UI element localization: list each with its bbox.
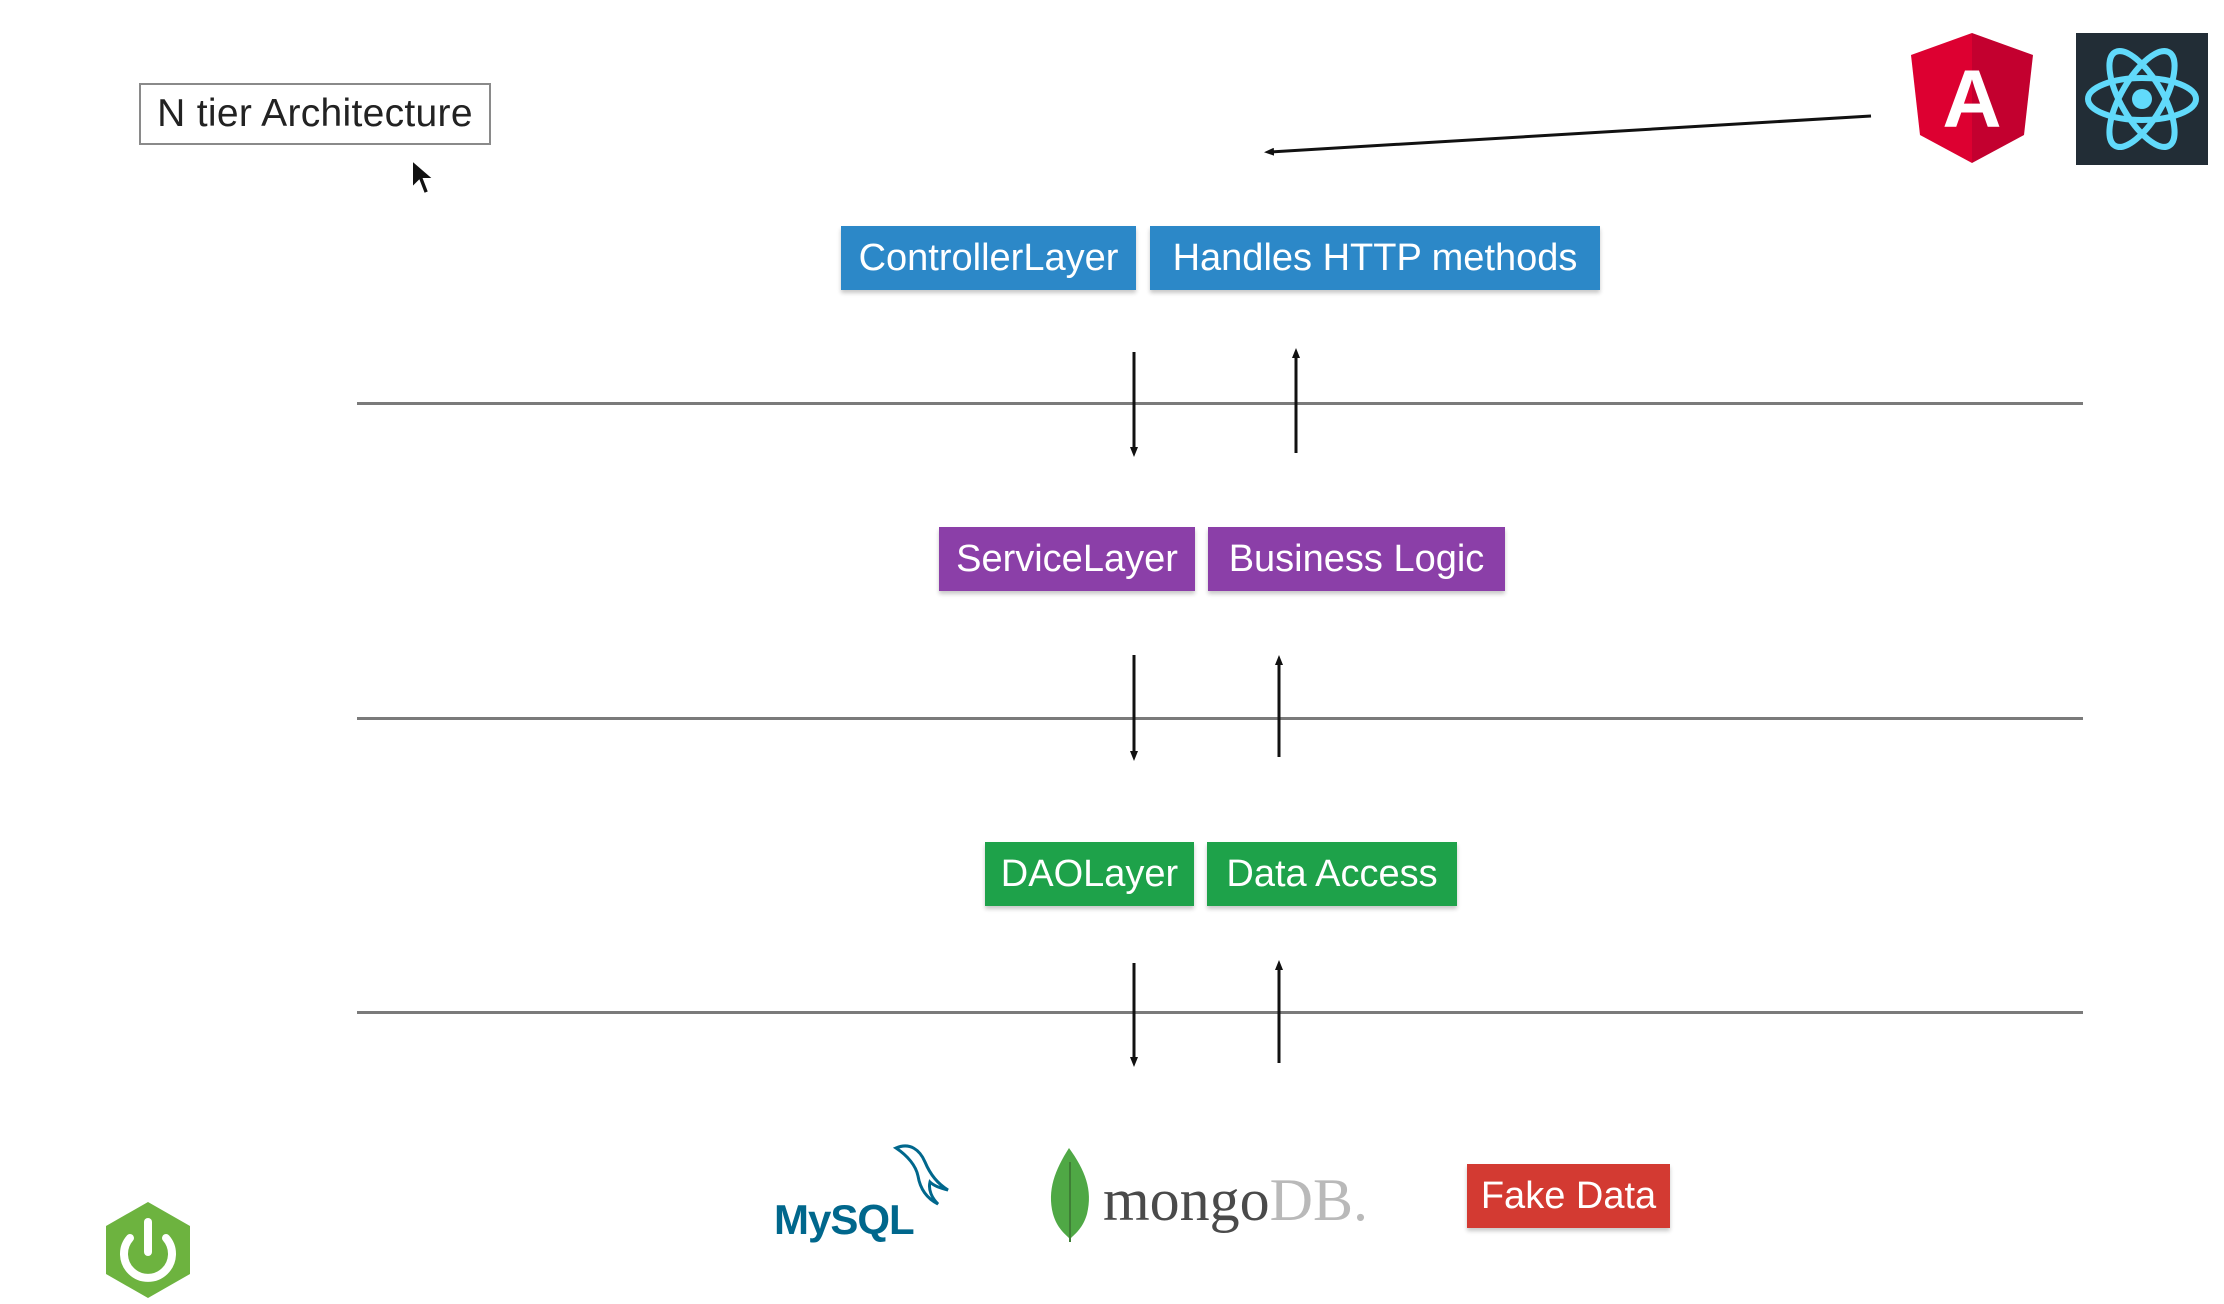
service-layer-box: ServiceLayer — [939, 527, 1195, 591]
client-request-arrow — [1264, 114, 1872, 156]
controller-layer-box: ControllerLayer — [841, 226, 1136, 290]
react-icon — [2076, 33, 2208, 165]
mysql-logo: MySQL — [774, 1144, 949, 1243]
mongo-label: mongo — [1103, 1167, 1270, 1233]
mysql-label: MySQL — [774, 1196, 914, 1243]
angular-icon: A — [1911, 33, 2033, 163]
spring-boot-icon — [106, 1202, 190, 1298]
svg-text:mongoDB.: mongoDB. — [1103, 1167, 1368, 1233]
fake-data-box: Fake Data — [1467, 1164, 1670, 1228]
mouse-cursor-icon — [411, 158, 437, 196]
dao-description-box: Data Access — [1207, 842, 1457, 906]
tier-divider — [357, 1011, 2083, 1014]
dao-layer-box: DAOLayer — [985, 842, 1194, 906]
tier-divider — [357, 717, 2083, 720]
dolphin-icon — [892, 1144, 949, 1206]
service-description-box: Business Logic — [1208, 527, 1505, 591]
controller-description-box: Handles HTTP methods — [1150, 226, 1600, 290]
mongo-db-suffix: DB. — [1270, 1167, 1368, 1233]
mongodb-logo: mongoDB. — [1050, 1148, 1368, 1242]
tier-divider — [357, 402, 2083, 405]
diagram-title: N tier Architecture — [139, 83, 491, 145]
svg-text:MySQL: MySQL — [774, 1196, 914, 1243]
angular-letter: A — [1942, 54, 2001, 145]
